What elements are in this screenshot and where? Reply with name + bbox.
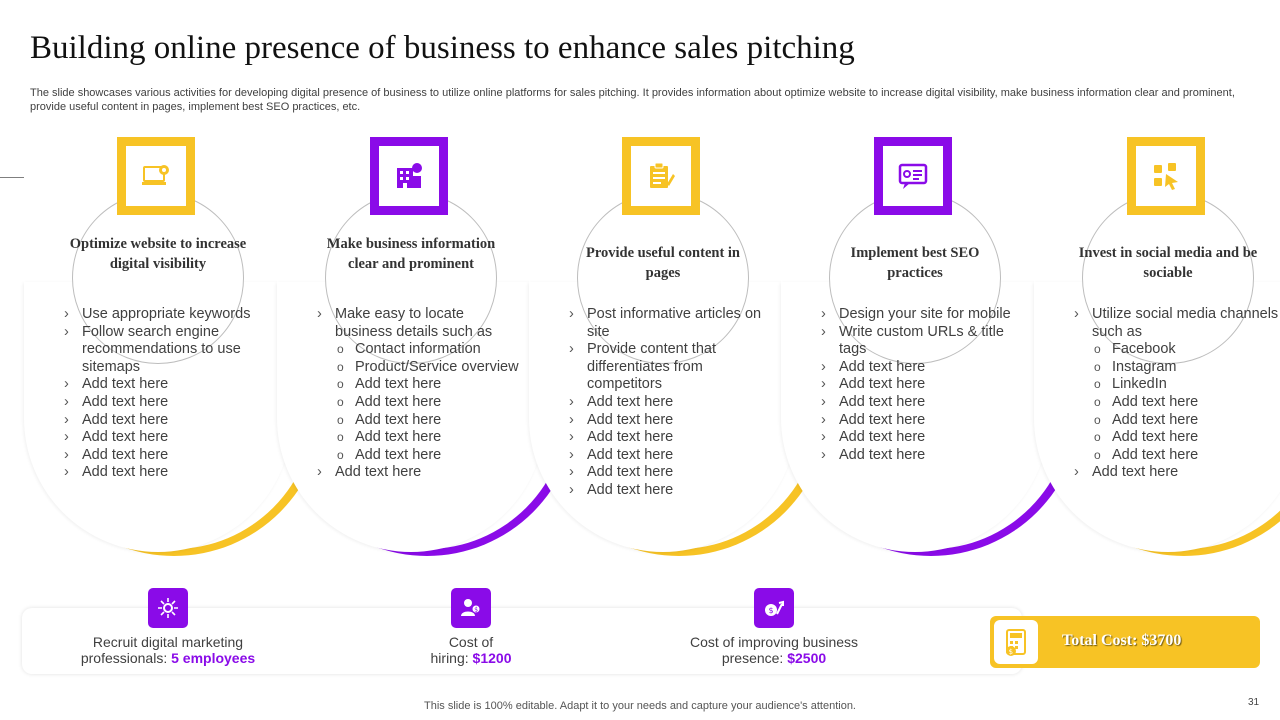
hiring-icon: $ bbox=[451, 588, 491, 628]
content-pages-icon bbox=[622, 137, 700, 215]
list-item: Add text here bbox=[819, 447, 1029, 465]
calculator-icon: $ bbox=[994, 620, 1038, 664]
sub-list-item: LinkedIn bbox=[1072, 376, 1280, 394]
list-item: Use appropriate keywords bbox=[62, 306, 272, 324]
stat-value: $2500 bbox=[787, 650, 827, 666]
stat-line1: Cost of improving business bbox=[689, 634, 859, 650]
business-growth-icon: $ bbox=[754, 588, 794, 628]
sub-list-item: Add text here bbox=[1072, 394, 1280, 412]
stat-line2: hiring: bbox=[430, 650, 469, 666]
total-cost-label: Total Cost: $3700 bbox=[1062, 632, 1182, 649]
slide-title: Building online presence of business to … bbox=[30, 30, 855, 66]
column-3: Provide useful content in pages Post inf… bbox=[529, 0, 829, 560]
column-heading: Optimize website to increase digital vis… bbox=[69, 236, 247, 272]
list-item: Write custom URLs & title tags bbox=[819, 324, 1029, 359]
list-item: Add text here bbox=[819, 429, 1029, 447]
list-item: Utilize social media channels such as bbox=[1072, 306, 1280, 341]
column-list: Make easy to locate business details suc… bbox=[315, 306, 525, 482]
svg-text:$: $ bbox=[474, 607, 478, 614]
list-item: Add text here bbox=[567, 412, 777, 430]
sub-list-item: Add text here bbox=[315, 394, 525, 412]
column-heading: Implement best SEO practices bbox=[850, 245, 980, 281]
list-item: Post informative articles on site bbox=[567, 306, 777, 341]
list-item: Add text here bbox=[819, 412, 1029, 430]
column-list: Post informative articles on siteProvide… bbox=[567, 306, 777, 500]
column-heading: Make business information clear and prom… bbox=[326, 236, 496, 272]
stat-line1: Cost of bbox=[448, 634, 494, 650]
stat-value: 5 employees bbox=[171, 650, 256, 666]
sub-list-item: Instagram bbox=[1072, 359, 1280, 377]
column-5: Invest in social media and be sociable U… bbox=[1034, 0, 1280, 560]
sub-list-item: Product/Service overview bbox=[315, 359, 525, 377]
stat-recruit: Recruit digital marketing professionals:… bbox=[48, 588, 288, 666]
list-item: Add text here bbox=[62, 412, 272, 430]
stat-business-presence: $ Cost of improving business presence: $… bbox=[654, 588, 894, 666]
sub-list-item: Add text here bbox=[1072, 447, 1280, 465]
sub-list-item: Add text here bbox=[315, 429, 525, 447]
list-item: Add text here bbox=[62, 394, 272, 412]
column-list: Utilize social media channels such asFac… bbox=[1072, 306, 1280, 482]
slide-description: The slide showcases various activities f… bbox=[30, 87, 1235, 113]
summary-bar bbox=[22, 608, 1022, 674]
seo-chat-icon bbox=[874, 137, 952, 215]
column-heading: Provide useful content in pages bbox=[586, 245, 740, 281]
sub-list-item: Add text here bbox=[1072, 429, 1280, 447]
business-building-icon bbox=[370, 137, 448, 215]
list-item: Add text here bbox=[567, 429, 777, 447]
column-2: Make business information clear and prom… bbox=[277, 0, 577, 560]
column-list: Use appropriate keywordsFollow search en… bbox=[62, 306, 272, 482]
list-item: Design your site for mobile bbox=[819, 306, 1029, 324]
list-item: Add text here bbox=[62, 464, 272, 482]
list-item: Add text here bbox=[1072, 464, 1280, 482]
stat-text: Cost of improving business presence: $25… bbox=[654, 634, 894, 666]
sub-list-item: Add text here bbox=[315, 412, 525, 430]
digital-marketing-icon bbox=[148, 588, 188, 628]
stat-line2: presence: bbox=[721, 650, 784, 666]
list-item: Add text here bbox=[819, 376, 1029, 394]
svg-text:$: $ bbox=[1009, 648, 1013, 656]
stat-line2: professionals: bbox=[80, 650, 168, 666]
column-list: Design your site for mobileWrite custom … bbox=[819, 306, 1029, 464]
list-item: Follow search engine recommendations to … bbox=[62, 324, 272, 377]
list-item: Add text here bbox=[62, 376, 272, 394]
stat-value: $1200 bbox=[472, 650, 512, 666]
sub-list-item: Facebook bbox=[1072, 341, 1280, 359]
stat-line1: Recruit digital marketing bbox=[92, 634, 244, 650]
list-item: Add text here bbox=[62, 429, 272, 447]
column-4: Implement best SEO practices Design your… bbox=[781, 0, 1081, 560]
list-item: Provide content that differentiates from… bbox=[567, 341, 777, 394]
stat-hiring: $ Cost of hiring: $1200 bbox=[351, 588, 591, 666]
column-heading: Invest in social media and be sociable bbox=[1078, 245, 1258, 281]
list-item: Add text here bbox=[567, 482, 777, 500]
total-cost-box: $ Total Cost: $3700 bbox=[990, 616, 1260, 668]
list-item: Add text here bbox=[567, 447, 777, 465]
column-1: Optimize website to increase digital vis… bbox=[24, 0, 324, 560]
svg-text:$: $ bbox=[769, 606, 774, 615]
stat-text: Cost of hiring: $1200 bbox=[351, 634, 591, 666]
list-item: Add text here bbox=[315, 464, 525, 482]
list-item: Make easy to locate business details suc… bbox=[315, 306, 525, 341]
social-media-icon bbox=[1127, 137, 1205, 215]
sub-list-item: Contact information bbox=[315, 341, 525, 359]
website-settings-icon bbox=[117, 137, 195, 215]
stat-text: Recruit digital marketing professionals:… bbox=[48, 634, 288, 666]
page-number: 31 bbox=[1248, 697, 1260, 708]
sub-list-item: Add text here bbox=[315, 376, 525, 394]
sub-list-item: Add text here bbox=[1072, 412, 1280, 430]
list-item: Add text here bbox=[567, 464, 777, 482]
list-item: Add text here bbox=[819, 359, 1029, 377]
list-item: Add text here bbox=[62, 447, 272, 465]
list-item: Add text here bbox=[819, 394, 1029, 412]
footer-note: This slide is 100% editable. Adapt it to… bbox=[424, 700, 856, 712]
sub-list-item: Add text here bbox=[315, 447, 525, 465]
list-item: Add text here bbox=[567, 394, 777, 412]
